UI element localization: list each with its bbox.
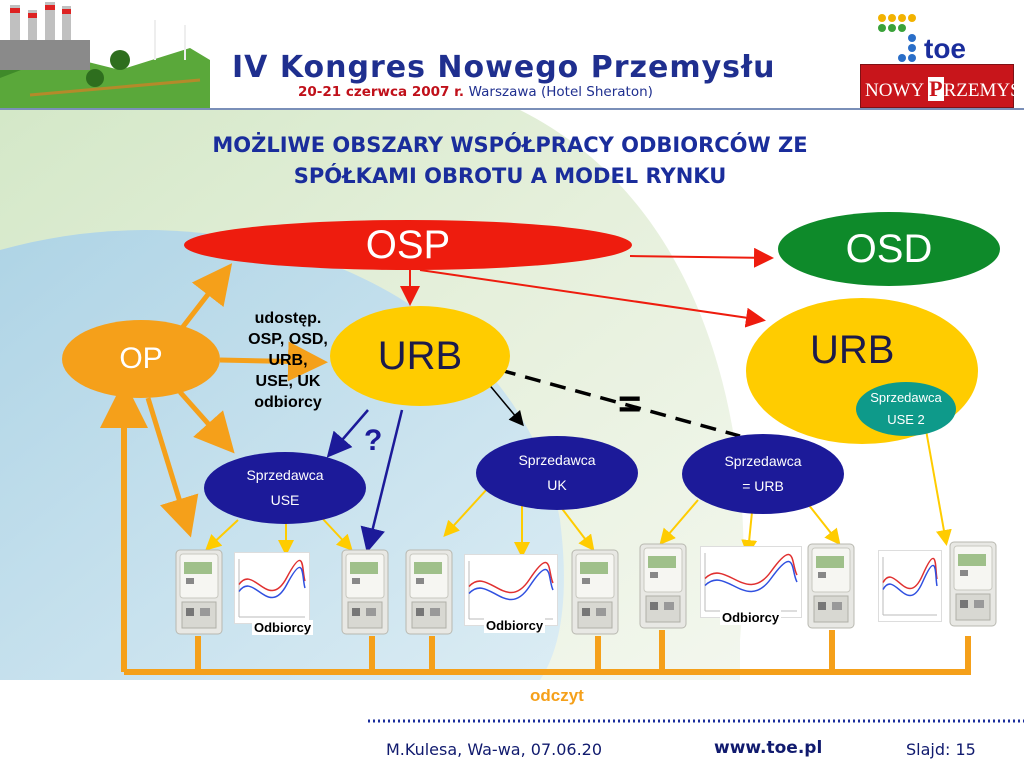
congress-date-venue: 20-21 czerwca 2007 r. Warszawa (Hotel Sh… xyxy=(298,84,653,100)
slide-title-line2: SPÓŁKAMI OBROTU A MODEL RYNKU xyxy=(293,164,727,188)
access-note: udostęp. OSP, OSD, URB, USE, UK odbiorcy xyxy=(230,308,346,413)
load-profile-chart xyxy=(700,546,802,618)
consumers-label-2: Odbiorcy xyxy=(484,618,546,633)
electricity-meter-icon xyxy=(570,548,620,636)
consumers-label-1: Odbiorcy xyxy=(252,620,314,635)
osd-label: OSD xyxy=(845,226,933,271)
seller-use2-line1: Sprzedawca xyxy=(870,390,942,405)
seller-uk-line1: Sprzedawca xyxy=(518,452,596,468)
urb-right-label: URB xyxy=(810,328,895,372)
op-label: OP xyxy=(119,342,163,375)
congress-title: IV Kongres Nowego Przemysłu xyxy=(232,50,776,85)
seller-use-line2: USE xyxy=(270,492,300,508)
np-logo-letter: P xyxy=(928,76,944,101)
seller-uk-node: Sprzedawca UK xyxy=(476,436,638,510)
load-profile-chart xyxy=(234,552,310,624)
seller-use2-line2: USE 2 xyxy=(887,412,925,427)
np-logo-suffix: RZEMYSŁ xyxy=(943,80,1024,101)
reading-label: odczyt xyxy=(530,686,584,705)
seller-urb-line2: = URB xyxy=(742,478,784,494)
osd-node: OSD xyxy=(778,212,1000,286)
np-logo-prefix: NOWY xyxy=(865,80,929,101)
nowy-przemysl-logo: NOWY PRZEMYSŁ xyxy=(860,64,1024,108)
urb-left-label: URB xyxy=(377,333,463,378)
load-profile-chart xyxy=(464,554,558,626)
access-note-line: udostęp. xyxy=(254,310,322,327)
slide-title-line1: MOŻLIWE OBSZARY WSPÓŁPRACY ODBIORCÓW ZE xyxy=(212,133,808,157)
osp-label: OSP xyxy=(365,222,451,267)
electricity-meter-icon xyxy=(638,542,688,630)
electricity-meter-icon xyxy=(948,540,998,628)
load-profile-chart xyxy=(878,550,942,622)
electricity-meter-icon xyxy=(174,548,224,636)
seller-use2-node: Sprzedawca USE 2 xyxy=(856,382,956,436)
access-note-line: odbiorcy xyxy=(254,394,322,411)
header-divider xyxy=(0,108,1024,110)
consumers-label-3: Odbiorcy xyxy=(720,610,782,625)
industry-illustration xyxy=(0,0,210,108)
toe-logo-text: toe xyxy=(924,33,966,64)
electricity-meter-icon xyxy=(404,548,454,636)
access-note-line: OSP, OSD, xyxy=(248,331,328,348)
congress-venue: Warszawa (Hotel Sheraton) xyxy=(468,84,653,100)
op-node: OP xyxy=(62,320,220,398)
equals-sign: = xyxy=(618,382,642,426)
electricity-meter-icon xyxy=(806,542,856,630)
toe-logo: toe xyxy=(878,14,966,64)
access-note-line: USE, UK xyxy=(255,373,321,390)
osp-node: OSP xyxy=(184,220,632,270)
seller-urb-node: Sprzedawca = URB xyxy=(682,434,844,514)
access-note-line: URB, xyxy=(268,352,308,369)
seller-use-node: Sprzedawca USE xyxy=(204,452,366,524)
seller-uk-line2: UK xyxy=(547,477,567,493)
question-mark: ? xyxy=(364,424,383,457)
seller-urb-line1: Sprzedawca xyxy=(724,453,802,469)
electricity-meter-icon xyxy=(340,548,390,636)
seller-use-line1: Sprzedawca xyxy=(246,467,324,483)
congress-date: 20-21 czerwca 2007 r. xyxy=(298,84,464,100)
slide-title: MOŻLIWE OBSZARY WSPÓŁPRACY ODBIORCÓW ZE … xyxy=(40,130,980,192)
footer-url[interactable]: www.toe.pl xyxy=(714,738,823,758)
urb-left-node: URB xyxy=(330,306,510,406)
footer-author: M.Kulesa, Wa-wa, 07.06.20 xyxy=(386,740,603,759)
footer-slide-number: Slajd: 15 xyxy=(906,740,976,759)
